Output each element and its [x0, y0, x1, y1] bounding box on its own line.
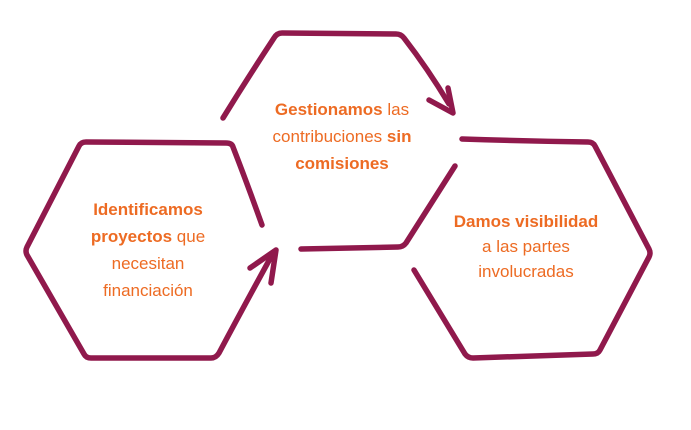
text-line: financiación — [91, 277, 205, 304]
hexagon-left-outline — [23, 139, 275, 361]
text-segment: las — [382, 100, 410, 119]
hexagon-right-outline — [411, 136, 653, 361]
text-line: proyectos que — [91, 223, 205, 250]
hexagon-middle-bottom-outline — [298, 163, 458, 252]
text-line: Gestionamos las — [273, 96, 412, 123]
hexagon-text-identify-projects: Identificamos proyectos que necesitan fi… — [91, 196, 205, 304]
text-segment: que — [172, 227, 206, 246]
text-line: contribuciones sin — [273, 123, 412, 150]
text-line: comisiones — [273, 150, 412, 177]
text-segment: a las partes — [482, 237, 570, 256]
text-segment: sin — [386, 127, 412, 146]
arrow-down-right-icon — [426, 85, 456, 116]
text-line: Identificamos — [91, 196, 205, 223]
text-segment: Gestionamos — [274, 100, 383, 119]
text-line: a las partes — [454, 234, 599, 259]
text-segment: Damos visibilidad — [453, 212, 599, 231]
text-segment: financiación — [103, 281, 193, 300]
text-segment: comisiones — [295, 154, 389, 173]
text-segment: contribuciones — [272, 127, 387, 146]
hexagon-middle-top-outline — [220, 30, 452, 121]
text-segment: proyectos — [90, 227, 173, 246]
text-line: involucradas — [454, 259, 599, 284]
text-segment: necesitan — [111, 254, 185, 273]
text-segment: Identificamos — [93, 200, 203, 219]
text-line: Damos visibilidad — [454, 209, 599, 234]
hexagon-text-manage-contributions: Gestionamos las contribuciones sin comis… — [273, 96, 412, 177]
text-segment: involucradas — [478, 262, 574, 281]
arrow-up-right-icon — [247, 247, 279, 286]
text-line: necesitan — [91, 250, 205, 277]
hexagon-text-give-visibility: Damos visibilidad a las partes involucra… — [454, 209, 599, 284]
